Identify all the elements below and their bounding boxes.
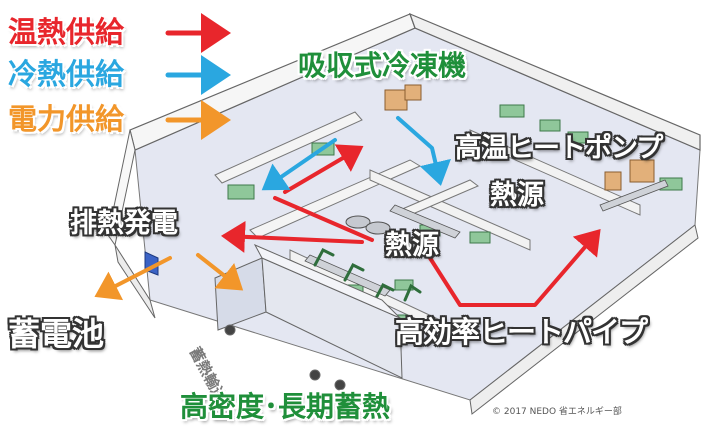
waste-heat-power-label: 排熱発電 (70, 208, 178, 239)
heat-pump-unit (604, 159, 655, 191)
storage-label: 高密度･長期蓄熱 (180, 390, 391, 423)
heat-source-right-label: 熱源 (490, 180, 544, 211)
battery-label: 蓄電池 (8, 315, 105, 353)
legend-power-label: 電力供給 (8, 102, 125, 136)
front-wall-right (469, 224, 699, 415)
power-supply-arrows (94, 253, 244, 301)
tanks (345, 215, 391, 235)
copyright-credit: © 2017 NEDO 省エネルギー部 (492, 407, 622, 417)
absorption-chiller-label: 吸収式冷凍機 (298, 49, 467, 82)
heat-pump-label: 高温ヒートポンプ (455, 133, 663, 164)
heat-source-center-label: 熱源 (385, 230, 439, 261)
legend-warm-label: 温熱供給 (8, 15, 125, 49)
back-wall-right (408, 12, 701, 151)
front-wall-left (114, 244, 156, 319)
partition-1 (214, 111, 363, 184)
legend-arrows (165, 13, 231, 140)
left-wall (107, 129, 136, 247)
cold-supply-arrows (261, 116, 451, 191)
robot-arms (313, 248, 422, 302)
partition-3 (369, 169, 531, 251)
legend-cold-label: 冷熱供給 (8, 57, 125, 91)
partition-5 (469, 129, 641, 216)
heat-pipe-label: 高効率ヒートパイプ (395, 315, 648, 349)
absorption-chiller-unit (384, 84, 422, 111)
warm-supply-arrows (221, 144, 601, 307)
